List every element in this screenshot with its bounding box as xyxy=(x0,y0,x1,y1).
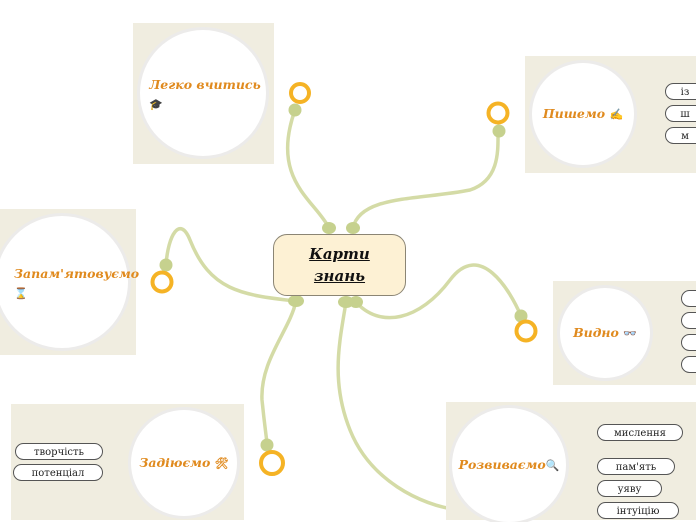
collapse-ring xyxy=(514,319,538,343)
node-dot xyxy=(349,296,363,308)
hammer-wrench-icon: 🛠 xyxy=(214,456,229,470)
subtopic-see-1[interactable] xyxy=(681,290,696,307)
subtopic-engage-2[interactable]: потенціал xyxy=(13,464,103,481)
glasses-icon: 👓 xyxy=(623,326,637,340)
topic-node-easy[interactable]: Легко вчитись 🎓 xyxy=(140,30,266,156)
collapse-ring xyxy=(289,82,311,104)
collapse-ring xyxy=(150,270,174,294)
central-topic-label: Карти знань xyxy=(309,245,370,285)
hourglass-icon: ⌛ xyxy=(14,287,28,300)
topic-label-see: Видно 👓 xyxy=(573,324,637,340)
subtopic-write-1[interactable]: із xyxy=(665,83,696,100)
subtopic-engage-1[interactable]: творчість xyxy=(15,443,103,460)
topic-label-easy: Легко вчитись xyxy=(149,77,261,92)
subtopic-see-3[interactable] xyxy=(681,334,696,351)
node-dot xyxy=(260,438,274,452)
topic-node-remember[interactable]: Запам'ятовуємо ⌛ xyxy=(0,216,139,348)
node-dot xyxy=(492,124,506,138)
connector-engage xyxy=(260,299,298,447)
subtopic-develop-1[interactable]: мислення xyxy=(597,424,683,441)
subtopic-develop-3[interactable]: уяву xyxy=(597,480,662,497)
connector-develop xyxy=(336,300,460,512)
connector-see xyxy=(353,263,523,320)
topic-node-see[interactable]: Видно 👓 xyxy=(560,288,650,378)
subtopic-develop-2[interactable]: пам'ять xyxy=(597,458,675,475)
node-dot xyxy=(159,258,173,272)
collapse-ring xyxy=(486,101,510,125)
connector-remember xyxy=(164,226,298,303)
node-dot xyxy=(288,295,304,307)
node-dot xyxy=(322,222,336,234)
node-dot xyxy=(514,309,528,323)
magnifier-icon: 🔍 xyxy=(545,458,560,472)
connector-easy xyxy=(285,108,331,230)
subtopic-write-2[interactable]: ш xyxy=(665,105,696,122)
topic-label-remember: Запам'ятовуємо xyxy=(14,266,140,281)
topic-node-engage[interactable]: Задіюємо 🛠 xyxy=(131,410,237,516)
subtopic-develop-4[interactable]: інтуіцію xyxy=(597,502,679,519)
subtopic-see-2[interactable] xyxy=(681,312,696,329)
node-dot xyxy=(288,103,302,117)
subtopic-write-3[interactable]: м xyxy=(665,127,696,144)
central-topic[interactable]: Карти знань xyxy=(273,234,406,296)
topic-label-engage: Задіюємо 🛠 xyxy=(139,454,229,470)
writing-hand-icon: ✍ xyxy=(609,107,624,121)
topic-node-develop[interactable]: Розвиваємо🔍 xyxy=(452,408,566,522)
topic-label-develop: Розвиваємо🔍 xyxy=(458,456,560,472)
node-dot xyxy=(346,222,360,234)
graduation-cap-icon: 🎓 xyxy=(149,98,163,111)
subtopic-see-4[interactable] xyxy=(681,356,696,373)
connector-write xyxy=(351,129,500,230)
collapse-ring xyxy=(259,450,285,476)
topic-label-write: Пишемо ✍ xyxy=(542,105,624,121)
topic-node-write[interactable]: Пишемо ✍ xyxy=(532,63,634,165)
